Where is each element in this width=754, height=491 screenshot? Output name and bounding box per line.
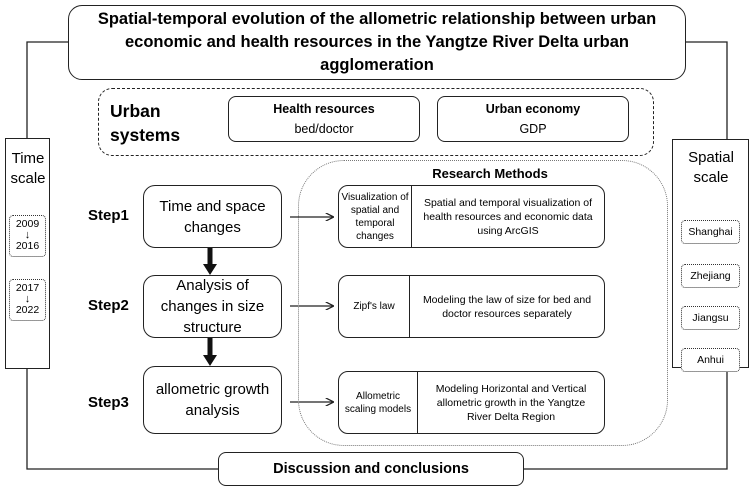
conclusion-text: Discussion and conclusions (273, 461, 469, 477)
step1-to-step2-arrowhead (203, 264, 217, 275)
spatial-scale-title: Spatial scale (688, 149, 734, 186)
time-scale-title: Time scale (10, 150, 46, 187)
region-zhejiang: Zhejiang (681, 264, 740, 288)
region-anhui: Anhui (681, 348, 740, 372)
frame-line-left (26, 41, 68, 138)
time-period-1: 2009 ↓ 2016 (9, 215, 46, 257)
method-2-description: Modeling the law of size for bed and doc… (422, 293, 592, 320)
urban-systems-label: Urban systems (110, 101, 181, 145)
method-3-name: Allometric scaling models (339, 372, 418, 433)
period-1-start: 2009 (15, 218, 40, 230)
research-methods-frame (298, 160, 668, 446)
step3-label: Step3 (88, 394, 129, 411)
step2-text: Analysis of changes in size structure (160, 277, 265, 336)
time-scale-panel: Time scale 2009 ↓ 2016 2017 ↓ 2022 (5, 138, 50, 369)
step2-label: Step2 (88, 297, 129, 314)
period-2-end: 2022 (15, 304, 40, 316)
frame-line-left-bottom (26, 369, 218, 470)
step3-text: allometric growth analysis (155, 381, 270, 419)
method-1-name: Visualization of spatial and temporal ch… (339, 186, 412, 247)
method-allometric-box: Allometric scaling models Modeling Horiz… (338, 371, 605, 434)
urban-economy-value: GDP (519, 122, 547, 136)
diagram-title: Spatial-temporal evolution of the allome… (97, 10, 657, 74)
health-resources-box: Health resources bed/doctor (228, 96, 420, 142)
urban-economy-title: Urban economy (485, 102, 581, 116)
region-shanghai: Shanghai (681, 220, 740, 244)
step1-text: Time and space changes (159, 197, 266, 236)
step2-box: Analysis of changes in size structure (143, 275, 282, 338)
frame-line-right (686, 41, 728, 139)
step2-to-step3-arrowhead (203, 355, 217, 366)
urban-economy-box: Urban economy GDP (437, 96, 629, 142)
step1-box: Time and space changes (143, 185, 282, 248)
down-arrow-icon: ↓ (24, 293, 31, 305)
down-arrow-icon: ↓ (24, 229, 31, 241)
title-box: Spatial-temporal evolution of the allome… (68, 5, 686, 80)
spatial-scale-panel: Spatial scale Shanghai Zhejiang Jiangsu … (672, 139, 749, 372)
method-1-description: Spatial and temporal visualization of he… (423, 196, 593, 237)
health-resources-value: bed/doctor (294, 122, 354, 136)
frame-line-right-bottom (524, 368, 728, 470)
period-2-start: 2017 (15, 282, 40, 294)
research-methods-title: Research Methods (432, 166, 548, 181)
health-resources-title: Health resources (273, 102, 375, 116)
region-jiangsu: Jiangsu (681, 306, 740, 330)
step1-label: Step1 (88, 207, 129, 224)
step3-box: allometric growth analysis (143, 366, 282, 434)
method-2-name: Zipf's law (339, 276, 410, 337)
method-3-description: Modeling Horizontal and Vertical allomet… (435, 382, 587, 423)
period-1-end: 2016 (15, 240, 40, 252)
urban-systems-frame (98, 88, 654, 156)
method-visualization-box: Visualization of spatial and temporal ch… (338, 185, 605, 248)
conclusion-box: Discussion and conclusions (218, 452, 524, 486)
time-period-2: 2017 ↓ 2022 (9, 279, 46, 321)
method-zipf-box: Zipf's law Modeling the law of size for … (338, 275, 605, 338)
